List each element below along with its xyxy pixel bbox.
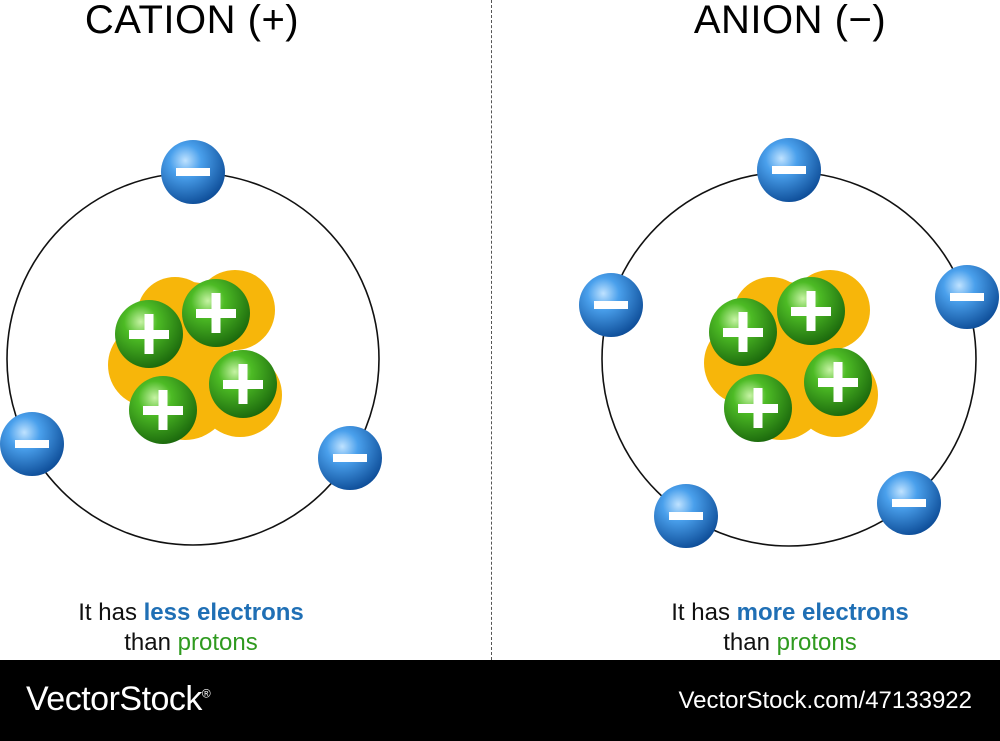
caption-prefix: It has [671, 599, 730, 626]
proton [724, 374, 792, 442]
proton [182, 279, 250, 347]
proton [709, 298, 777, 366]
electron [877, 471, 941, 535]
watermark-footer: VectorStock® VectorStock.com/47133922 [0, 660, 1000, 741]
cation-title: CATION (+) [84, 0, 300, 42]
logo-text: VectorStock [26, 680, 202, 718]
caption-middle: than [723, 629, 770, 656]
proton [777, 277, 845, 345]
anion-atom [579, 138, 999, 548]
registered-mark: ® [201, 686, 211, 701]
electron [654, 484, 718, 548]
electron [579, 273, 643, 337]
caption-end: protons [776, 629, 857, 656]
electron [161, 140, 225, 204]
caption-end: protons [177, 629, 258, 656]
electron [0, 412, 64, 476]
anion-title: ANION (−) [693, 0, 887, 42]
caption-emphasis: less electrons [143, 599, 304, 626]
anion-caption: It has more electrons than protons [590, 598, 990, 658]
proton [804, 348, 872, 416]
proton [129, 376, 197, 444]
caption-prefix: It has [78, 599, 137, 626]
caption-emphasis: more electrons [736, 599, 909, 626]
cation-atom [0, 140, 382, 546]
panel-divider [491, 0, 492, 660]
cation-nucleus [108, 270, 282, 444]
anion-nucleus [704, 270, 878, 442]
cation-caption: It has less electrons than protons [0, 598, 391, 658]
caption-middle: than [124, 629, 171, 656]
proton [115, 300, 183, 368]
electron [935, 265, 999, 329]
proton [209, 350, 277, 418]
electron [757, 138, 821, 202]
vectorstock-logo: VectorStock® [26, 680, 211, 719]
image-url: VectorStock.com/47133922 [678, 687, 972, 714]
ion-diagrams [0, 138, 999, 548]
electron [318, 426, 382, 490]
